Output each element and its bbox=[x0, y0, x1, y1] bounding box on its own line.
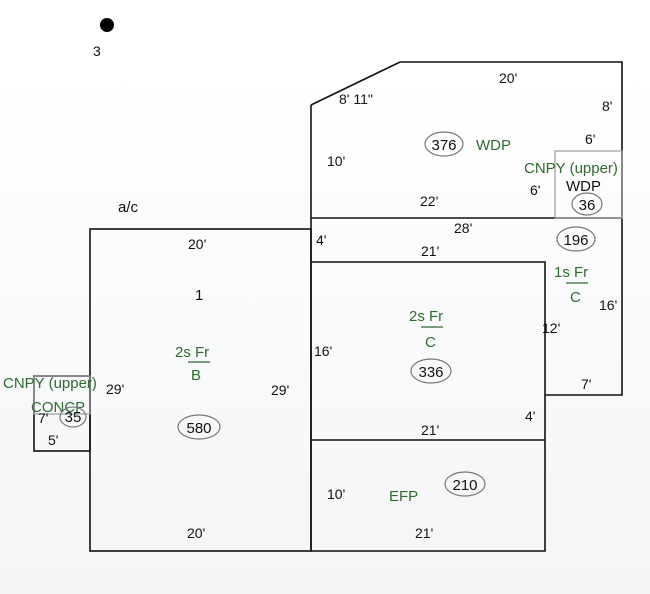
section-2s-c-label: 2s Fr bbox=[409, 308, 443, 325]
canopy-left-bottom-dim: 5' bbox=[48, 432, 58, 448]
canopy-left-area-oval bbox=[59, 406, 87, 428]
section-1s-label: 1s Fr bbox=[554, 264, 588, 281]
wdp-area: 376 bbox=[431, 137, 456, 154]
section-1s-sub: C bbox=[570, 289, 581, 306]
section-b-area: 580 bbox=[186, 420, 211, 437]
section-2s-c-bottom-dim: 21' bbox=[421, 422, 439, 438]
marker-label: 3 bbox=[93, 43, 101, 59]
efp-area-oval bbox=[444, 471, 486, 497]
wdp-label: WDP bbox=[476, 137, 511, 154]
efp-bottom-dim: 21' bbox=[415, 525, 433, 541]
section-2s-c-left-dim: 16' bbox=[314, 343, 332, 359]
wdp-area-oval bbox=[424, 131, 464, 157]
canopy-right-top-dim: 6' bbox=[585, 131, 595, 147]
wdp-bottom-dim: 22' bbox=[420, 193, 438, 209]
section-b-right-dim: 29' bbox=[271, 382, 289, 398]
marker-dot bbox=[100, 18, 114, 32]
section-1s-bottom-dim: 7' bbox=[581, 376, 591, 392]
strip-area: 196 bbox=[563, 232, 588, 249]
strip-left-dim: 4' bbox=[316, 232, 326, 248]
canopy-right-area: 36 bbox=[579, 197, 596, 214]
canvas-background bbox=[0, 70, 650, 594]
canopy-right-left-dim: 6' bbox=[530, 182, 540, 198]
canopy-right-outline bbox=[554, 150, 623, 219]
wdp-left-dim: 10' bbox=[327, 153, 345, 169]
wdp-top-dim: 20' bbox=[499, 70, 517, 86]
canopy-right-label: CNPY (upper) bbox=[524, 160, 618, 177]
canopy-right-sub: WDP bbox=[566, 178, 601, 195]
section-b-sub: B bbox=[191, 367, 201, 384]
wdp-right-dim: 8' bbox=[602, 98, 612, 114]
wdp-angled-dim: 8' 11" bbox=[339, 91, 373, 107]
canopy-left-inner bbox=[33, 375, 91, 415]
section-b-number: 1 bbox=[195, 287, 203, 304]
canopy-left-label: CNPY (upper) bbox=[3, 375, 97, 392]
section-c-outline bbox=[311, 261, 546, 552]
section-1s-left-dim: 12' bbox=[542, 320, 560, 336]
section-b-top-dim: 20' bbox=[188, 236, 206, 252]
wdp-outline bbox=[310, 61, 623, 396]
section-b-bottom-dim: 20' bbox=[187, 525, 205, 541]
section-b-label: 2s Fr bbox=[175, 344, 209, 361]
section-2s-c-sub: C bbox=[425, 334, 436, 351]
canopy-left-sub: CONCP bbox=[31, 399, 85, 416]
section-2s-c-area-oval bbox=[410, 358, 452, 384]
ac-label: a/c bbox=[118, 199, 139, 216]
efp-left-dim: 10' bbox=[327, 486, 345, 502]
efp-area: 210 bbox=[452, 477, 477, 494]
strip-bottom-dim: 21' bbox=[421, 243, 439, 259]
section-1s-inner-dim: 4' bbox=[525, 408, 535, 424]
efp-label: EFP bbox=[389, 488, 418, 505]
strip-top-dim: 28' bbox=[454, 220, 472, 236]
canopy-right-area-oval bbox=[571, 192, 603, 216]
section-b-left-dim: 29' bbox=[106, 381, 124, 397]
strip-area-oval bbox=[556, 226, 596, 252]
canopy-left-area: 35 bbox=[65, 409, 82, 426]
section-2s-c-area: 336 bbox=[418, 364, 443, 381]
section-b-area-oval bbox=[177, 414, 221, 440]
section-1s-right-dim: 16' bbox=[599, 297, 617, 313]
canopy-left-left-dim: 7' bbox=[38, 410, 48, 426]
